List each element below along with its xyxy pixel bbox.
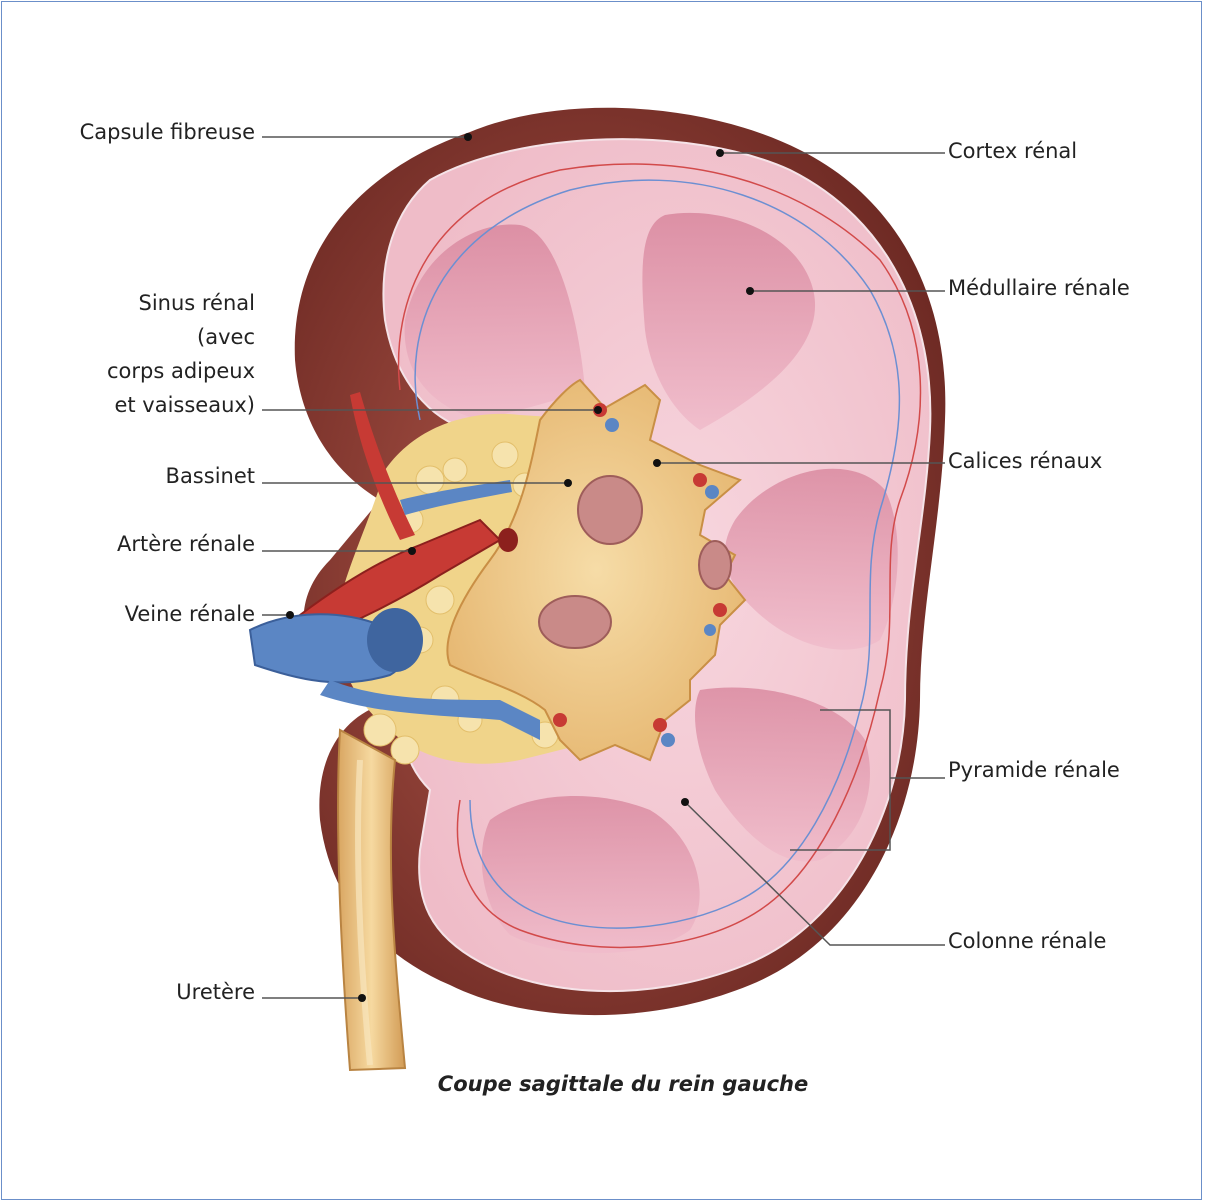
papilla-2 [539,596,611,648]
label-veine-renale: Veine rénale [20,597,255,631]
label-sinus-line1: Sinus rénal [20,286,255,320]
label-sinus-line2: (avec [20,320,255,354]
papilla-1 [578,476,642,544]
label-calices-renaux: Calices rénaux [948,444,1102,478]
figure-caption: Coupe sagittale du rein gauche [0,1072,1205,1096]
papilla-3 [699,541,731,589]
label-uretere: Uretère [20,975,255,1009]
label-medullaire-renale: Médullaire rénale [948,271,1130,305]
label-bassinet: Bassinet [20,459,255,493]
artery-stump [498,528,518,552]
vein-lumen [367,608,423,672]
label-cortex-renal: Cortex rénal [948,134,1077,168]
label-sinus-line3: corps adipeux [20,354,255,388]
label-colonne-renale: Colonne rénale [948,924,1106,958]
label-sinus-line4: et vaisseaux) [20,388,255,422]
label-pyramide-renale: Pyramide rénale [948,753,1120,787]
label-artere-renale: Artère rénale [20,527,255,561]
label-capsule-fibreuse: Capsule fibreuse [20,115,255,149]
